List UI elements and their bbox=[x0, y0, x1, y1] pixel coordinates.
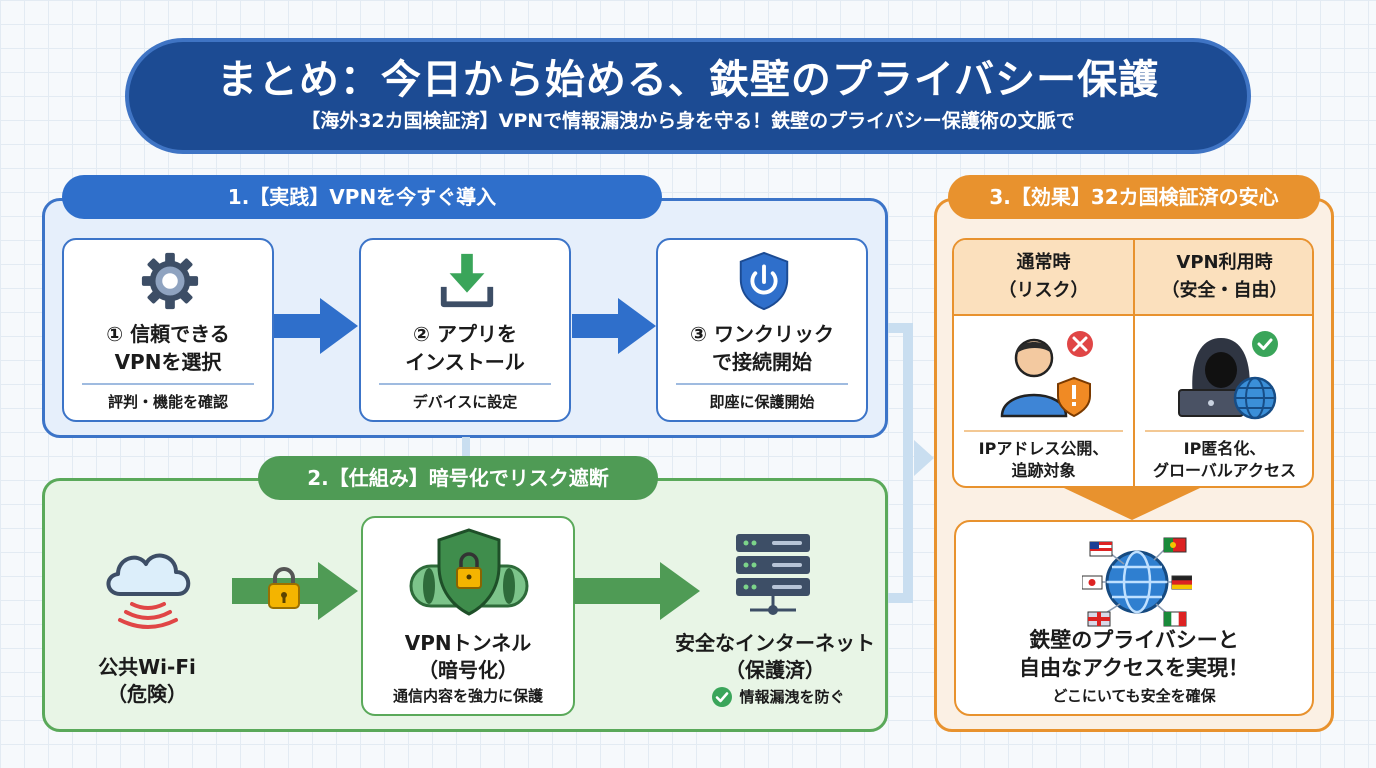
page-subtitle: 【海外32カ国検証済】VPNで情報漏洩から身を守る！鉄壁のプライバシー保護術の文… bbox=[301, 110, 1075, 132]
cloud-wifi-icon bbox=[106, 553, 191, 629]
comparison-divider bbox=[1133, 240, 1135, 486]
flag-italy-icon bbox=[1163, 611, 1187, 627]
flag-portugal-icon bbox=[1163, 537, 1187, 553]
download-icon bbox=[440, 253, 494, 308]
section-effects-header: 3.【効果】32カ国検証済の安心 bbox=[948, 175, 1320, 219]
comparison-table: 通常時 （リスク） VPN利用時 （安全・自由） IPアドレス公開、 追跡対象 bbox=[952, 238, 1314, 488]
server-icon bbox=[736, 534, 810, 615]
vpn-tunnel-card: VPNトンネル （暗号化） 通信内容を強力に保護 bbox=[361, 516, 575, 716]
lock-icon bbox=[268, 567, 300, 609]
step-subtitle: デバイスに設定 bbox=[412, 393, 518, 411]
vpn-tunnel-label: VPNトンネル （暗号化） bbox=[404, 631, 532, 682]
connector-to-effects bbox=[888, 323, 934, 603]
step-divider bbox=[676, 383, 848, 385]
step-card-install-app: ② アプリを インストール デバイスに設定 bbox=[359, 238, 571, 422]
comparison-foot-normal: IPアドレス公開、 追跡対象 bbox=[964, 430, 1123, 482]
public-wifi-label: 公共Wi-Fi （危険） bbox=[98, 655, 196, 706]
step-subtitle: 即座に保護開始 bbox=[709, 393, 815, 411]
step-subtitle: 評判・機能を確認 bbox=[107, 393, 228, 411]
step-divider bbox=[379, 383, 551, 385]
comparison-divider bbox=[954, 314, 1312, 316]
section-link bbox=[462, 437, 470, 459]
step-title: ① 信頼できる VPNを選択 bbox=[106, 322, 230, 374]
result-card: 鉄壁のプライバシーと 自由なアクセスを実現！ どこにいても安全を確保 bbox=[954, 520, 1314, 716]
globe-flags-icon bbox=[1082, 537, 1192, 627]
flag-uk-icon bbox=[1087, 611, 1111, 627]
flag-japan-icon bbox=[1082, 575, 1103, 590]
arrow-down-icon bbox=[1064, 488, 1200, 520]
comparison-head-normal: 通常時 （リスク） bbox=[954, 240, 1133, 314]
title-banner: まとめ：今日から始める、鉄壁のプライバシー保護 【海外32カ国検証済】VPNで情… bbox=[125, 38, 1251, 154]
power-shield-icon bbox=[739, 251, 789, 311]
safe-internet-label: 安全なインターネット （保護済） bbox=[675, 631, 875, 682]
arrow-right-icon bbox=[274, 298, 358, 354]
result-sub: どこにいても安全を確保 bbox=[1052, 687, 1216, 705]
step-divider bbox=[82, 383, 254, 385]
tunnel-shield-icon bbox=[409, 528, 529, 616]
vpn-tunnel-sub: 通信内容を強力に保護 bbox=[392, 687, 543, 705]
exposed-user-icon bbox=[1000, 331, 1093, 418]
step-card-one-click-connect: ③ ワンクリック で接続開始 即座に保護開始 bbox=[656, 238, 868, 422]
check-circle-icon bbox=[712, 687, 733, 707]
safe-internet-sub: 情報漏洩を防ぐ bbox=[688, 686, 868, 708]
flag-usa-icon bbox=[1089, 541, 1113, 557]
comparison-cell-normal: IPアドレス公開、 追跡対象 bbox=[954, 314, 1133, 486]
step-title: ② アプリを インストール bbox=[405, 322, 525, 374]
gear-icon bbox=[141, 252, 199, 310]
step-card-select-vpn: ① 信頼できる VPNを選択 評判・機能を確認 bbox=[62, 238, 274, 422]
section-implementation-header: 1.【実践】VPNを今すぐ導入 bbox=[62, 175, 662, 219]
step-title: ③ ワンクリック で接続開始 bbox=[690, 322, 834, 374]
section-mechanism-header: 2.【仕組み】暗号化でリスク遮断 bbox=[258, 456, 658, 500]
comparison-head-vpn: VPN利用時 （安全・自由） bbox=[1135, 240, 1312, 314]
anonymous-user-icon bbox=[1178, 331, 1278, 420]
result-title: 鉄壁のプライバシーと 自由なアクセスを実現！ bbox=[1019, 628, 1249, 680]
comparison-foot-vpn: IP匿名化、 グローバルアクセス bbox=[1145, 430, 1304, 482]
comparison-cell-vpn: IP匿名化、 グローバルアクセス bbox=[1135, 314, 1312, 486]
flag-germany-icon bbox=[1171, 575, 1192, 590]
page-title: まとめ：今日から始める、鉄壁のプライバシー保護 bbox=[216, 57, 1160, 103]
arrow-right-icon bbox=[574, 562, 700, 620]
arrow-right-icon bbox=[572, 298, 656, 354]
